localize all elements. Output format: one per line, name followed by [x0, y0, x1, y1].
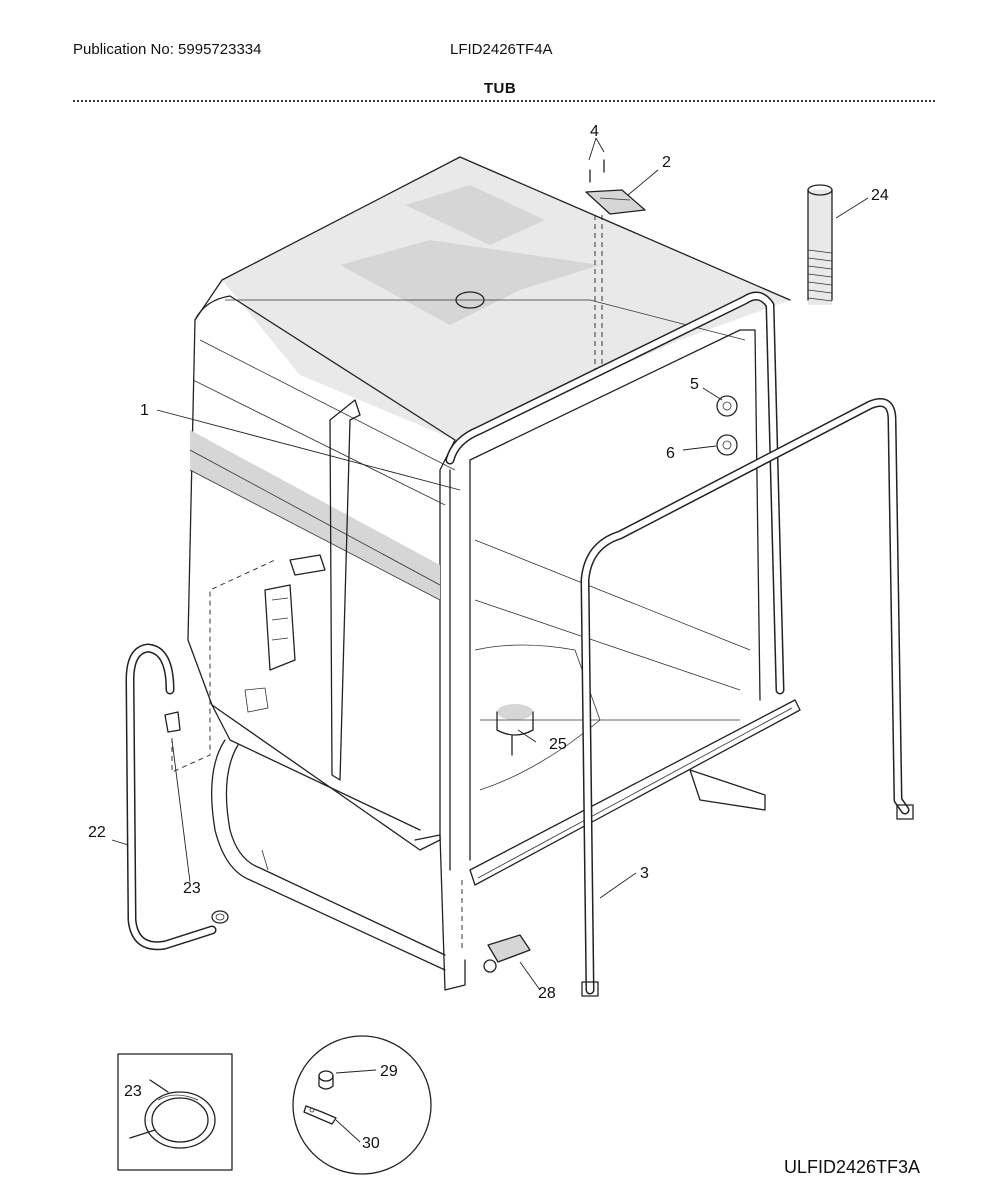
door-gasket — [580, 398, 914, 997]
clamp-part-23 — [211, 910, 229, 924]
callout-5: 5 — [690, 376, 699, 393]
section-title: TUB — [483, 80, 517, 97]
callout-28: 28 — [538, 985, 556, 1002]
detail-box-clamp: 23 — [117, 1053, 233, 1171]
bracket-part-2 — [585, 189, 646, 215]
model-number: LFID2426TF4A — [450, 41, 553, 58]
publication-number: Publication No: 5995723334 — [73, 41, 262, 58]
drawing-code: ULFID2426TF3A — [783, 1157, 920, 1177]
drain-hose — [125, 643, 217, 951]
callout-25: 25 — [549, 736, 567, 753]
inlet-bracket — [264, 554, 326, 671]
tub-assembly — [187, 156, 801, 991]
callout-4: 4 — [590, 123, 599, 140]
callout-2: 2 — [662, 154, 671, 171]
assembly-path — [171, 559, 276, 773]
callout-24: 24 — [871, 187, 889, 204]
screws-part-4 — [589, 159, 605, 183]
callout-29: 29 — [380, 1063, 398, 1080]
callout-23: 23 — [183, 880, 201, 897]
callout-3: 3 — [640, 865, 649, 882]
callout-1: 1 — [140, 402, 149, 419]
callout-30: 30 — [362, 1135, 380, 1152]
spring-part-24 — [807, 184, 833, 305]
knobs-part-5-6 — [716, 395, 738, 456]
callout-22: 22 — [88, 824, 106, 841]
callout-6: 6 — [666, 445, 675, 462]
detail-circle-fasteners: 29 30 — [292, 1035, 432, 1175]
callout-23-detail: 23 — [124, 1083, 142, 1100]
header-divider — [73, 100, 935, 102]
switch-part-28 — [483, 934, 531, 973]
